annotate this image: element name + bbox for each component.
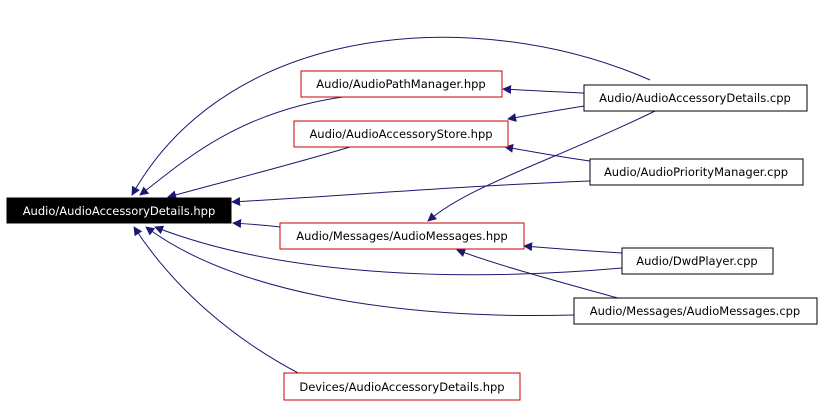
node-path-manager-label: Audio/AudioPathManager.hpp xyxy=(316,77,485,91)
edge-devices-to-focus xyxy=(133,226,301,375)
edge-accessory-cpp-to-path-manager xyxy=(502,85,585,94)
node-messages-hpp-label: Audio/Messages/AudioMessages.hpp xyxy=(296,229,507,243)
edge-priority-cpp-to-accessory-store xyxy=(504,143,591,162)
edge-accessory-cpp-to-focus xyxy=(131,36,651,196)
edge-dwd-cpp-to-focus xyxy=(154,225,623,276)
node-messages-cpp-label: Audio/Messages/AudioMessages.cpp xyxy=(590,304,801,318)
node-dwd-cpp-label: Audio/DwdPlayer.cpp xyxy=(636,254,757,268)
node-dwd-cpp[interactable]: Audio/DwdPlayer.cpp xyxy=(621,247,774,275)
edges-group xyxy=(131,36,656,375)
edge-messages-cpp-to-focus xyxy=(145,226,575,316)
node-accessory-store[interactable]: Audio/AudioAccessoryStore.hpp xyxy=(293,120,509,148)
node-priority-cpp[interactable]: Audio/AudioPriorityManager.cpp xyxy=(589,158,804,186)
edge-accessory-cpp-to-messages-hpp xyxy=(427,110,656,222)
nodes-group: Audio/AudioAccessoryDetails.hpp Audio/Au… xyxy=(6,70,818,401)
node-messages-cpp[interactable]: Audio/Messages/AudioMessages.cpp xyxy=(573,297,818,325)
node-priority-cpp-label: Audio/AudioPriorityManager.cpp xyxy=(604,165,788,179)
node-accessory-store-label: Audio/AudioAccessoryStore.hpp xyxy=(309,127,492,141)
edge-messages-hpp-to-focus xyxy=(232,219,281,229)
edge-priority-cpp-to-focus xyxy=(231,180,591,207)
edge-accessory-store-to-focus xyxy=(167,146,351,200)
edge-dwd-cpp-to-messages-hpp xyxy=(523,242,623,254)
edge-accessory-cpp-to-accessory-store xyxy=(507,105,585,122)
node-accessory-cpp[interactable]: Audio/AudioAccessoryDetails.cpp xyxy=(583,84,808,112)
node-messages-hpp[interactable]: Audio/Messages/AudioMessages.hpp xyxy=(279,222,525,250)
node-accessory-cpp-label: Audio/AudioAccessoryDetails.cpp xyxy=(599,91,791,105)
node-devices[interactable]: Devices/AudioAccessoryDetails.hpp xyxy=(283,372,521,401)
edge-path-manager-to-focus xyxy=(139,95,351,196)
node-focus[interactable]: Audio/AudioAccessoryDetails.hpp xyxy=(6,197,232,224)
edge-messages-cpp-to-messages-hpp xyxy=(456,248,626,301)
node-focus-label: Audio/AudioAccessoryDetails.hpp xyxy=(23,204,216,218)
node-devices-label: Devices/AudioAccessoryDetails.hpp xyxy=(299,380,504,394)
node-path-manager[interactable]: Audio/AudioPathManager.hpp xyxy=(300,70,503,98)
